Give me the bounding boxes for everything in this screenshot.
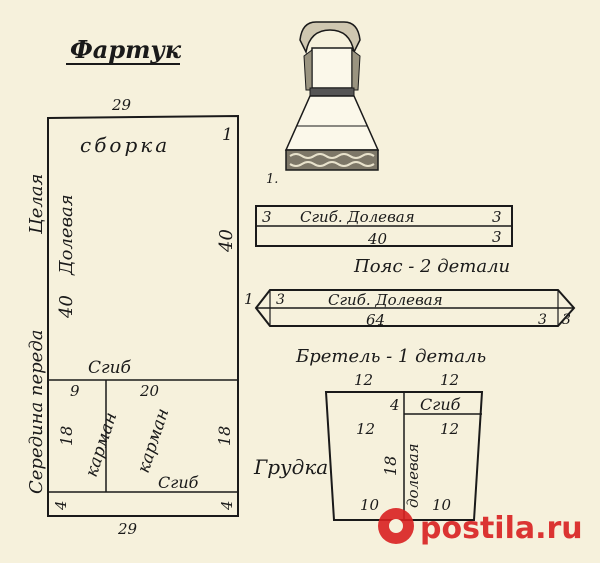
figure-number: 1. xyxy=(266,172,278,187)
apron-top-width: 29 xyxy=(111,96,132,114)
title: Фартук xyxy=(70,35,182,64)
pocket-fold-label: Сгиб xyxy=(158,473,199,492)
bib-inner-right: 12 xyxy=(440,420,459,438)
pocket-left-height: 18 xyxy=(57,426,76,446)
strap-length: 64 xyxy=(366,311,385,329)
apron-right-height: 40 xyxy=(216,229,237,253)
pocket-left-label: карман xyxy=(82,410,122,480)
bib-top-right: 12 xyxy=(440,371,459,389)
bib-fold-mark: 4 xyxy=(389,396,400,414)
belt-right-top-mark: 3 xyxy=(492,208,502,226)
apron-hem-left: 4 xyxy=(52,500,70,511)
belt-right-bottom-mark: 3 xyxy=(492,228,502,246)
belt-length: 40 xyxy=(367,230,388,248)
belt-fold-grain: Сгиб. Долевая xyxy=(300,208,415,226)
bib-bottom-left: 10 xyxy=(360,496,380,514)
apron-hem-right: 4 xyxy=(218,500,236,511)
strap-right-mark-b: 3 xyxy=(562,312,571,328)
bib-caption: Грудка xyxy=(253,455,328,479)
bib-fold-label: Сгиб xyxy=(420,395,461,414)
bib-outline xyxy=(324,391,484,521)
apron-front-piece xyxy=(47,114,239,517)
apron-right-top-mark: 1 xyxy=(222,125,233,145)
strap-fold-grain: Сгиб. Долевая xyxy=(328,291,443,309)
apron-left-grain: Долевая xyxy=(56,194,77,276)
pocket-right-width: 20 xyxy=(139,382,160,400)
bib-inner-left: 12 xyxy=(356,420,375,438)
apron-left-height: 40 xyxy=(56,295,77,319)
pocket-left-width: 9 xyxy=(70,382,80,400)
pocket-right-label: карман xyxy=(134,406,174,476)
strap-piece xyxy=(254,289,576,327)
apron-bottom-width: 29 xyxy=(117,520,138,538)
strap-caption: Бретель - 1 деталь xyxy=(295,346,486,367)
watermark-text: postila.ru xyxy=(420,511,583,546)
apron-center-front: Середина переда xyxy=(26,330,47,494)
bib-bottom-right: 10 xyxy=(432,496,452,514)
bib-grain: долевая xyxy=(404,443,422,508)
apron-outline xyxy=(47,114,239,517)
apron-illustration xyxy=(284,21,380,171)
apron-fold-label: Сгиб xyxy=(88,358,132,378)
belt-left-mark: 3 xyxy=(262,208,272,226)
watermark: postila.ru xyxy=(378,508,583,546)
apron-left-whole: Целая xyxy=(26,174,47,235)
bib-piece xyxy=(324,391,484,521)
belt-piece xyxy=(255,205,513,247)
belt-caption: Пояс - 2 детали xyxy=(353,256,510,277)
bib-height: 18 xyxy=(381,456,400,476)
bib-top-left: 12 xyxy=(354,371,373,389)
pocket-right-height: 18 xyxy=(215,426,234,446)
strap-right-mark-a: 3 xyxy=(538,312,547,328)
apron-gather-label: сборка xyxy=(80,133,170,157)
strap-left-inner-mark: 3 xyxy=(276,292,285,308)
strap-left-outer-mark: 1 xyxy=(244,290,254,308)
